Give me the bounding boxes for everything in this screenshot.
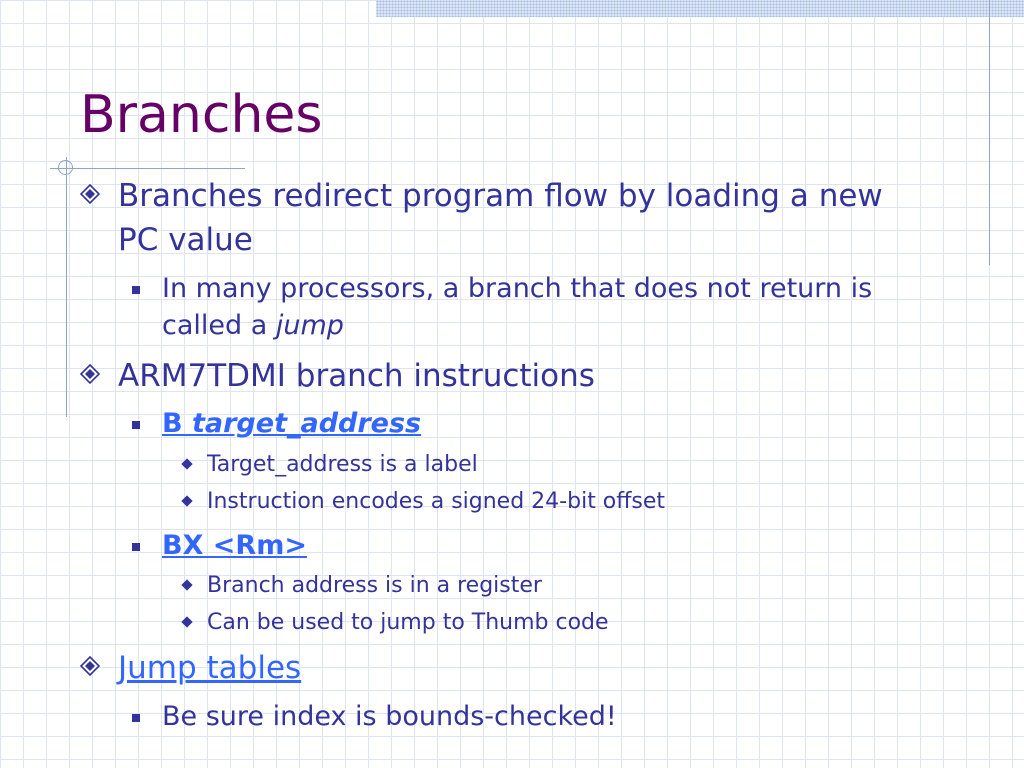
bullet-text: In many processors, a branch that does n… [162,273,873,304]
slide-title: Branches [80,85,323,145]
decorative-top-band [376,0,1024,17]
bullet-text: called a jump [162,307,344,344]
corner-circle-ornament [58,160,73,175]
decorative-vertical-line-right [989,0,990,265]
small-diamond-bullet-icon [181,495,193,507]
b-target-address-link[interactable]: B target_address [162,405,421,442]
diamond-bullet-icon [79,655,101,677]
bullet-text: ARM7TDMI branch instructions [118,358,595,394]
bullet-text: Target_address is a label [207,452,478,477]
link-emphasis: target_address [191,408,422,439]
bullet-text: Instruction encodes a signed 24-bit offs… [207,489,666,514]
square-bullet-icon [132,421,140,429]
emphasized-term: jump [275,310,344,341]
square-bullet-icon [132,543,140,551]
title-underline [50,168,245,169]
small-diamond-bullet-icon [181,616,193,628]
bullet-text: Branches redirect program flow by loadin… [118,178,883,214]
bullet-text: PC value [118,222,253,258]
bx-rm-link[interactable]: BX <Rm> [162,530,307,561]
link-prefix: B [162,408,192,439]
square-bullet-icon [132,286,140,294]
bullet-text-part: called a [162,310,276,341]
diamond-bullet-icon [79,363,101,385]
small-diamond-bullet-icon [181,458,193,470]
diamond-bullet-icon [79,183,101,205]
bullet-text: Can be used to jump to Thumb code [207,610,609,635]
bullet-text: Branch address is in a register [207,573,542,598]
square-bullet-icon [132,714,140,722]
small-diamond-bullet-icon [181,579,193,591]
bullet-text: Be sure index is bounds-checked! [162,701,617,732]
jump-tables-link[interactable]: Jump tables [118,650,302,686]
decorative-vertical-line-left [66,157,67,417]
